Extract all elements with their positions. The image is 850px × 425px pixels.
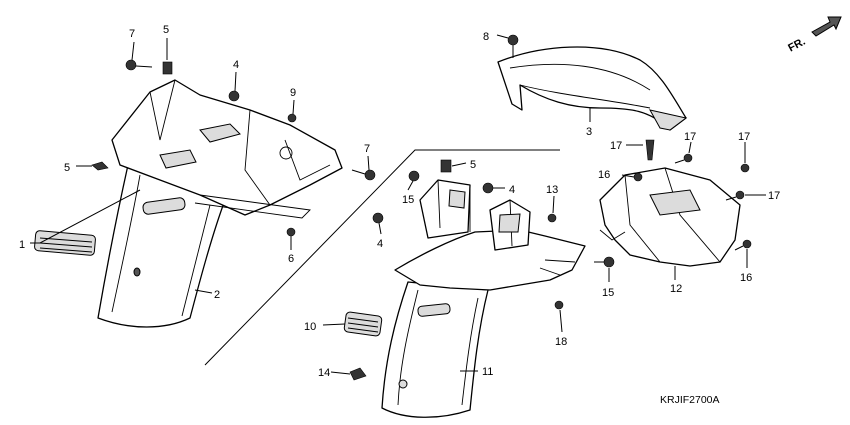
callout-17-left: 17 [610,140,622,152]
callout-7-top: 7 [129,28,135,40]
reflector-left [34,230,96,256]
inner-fender-upper [496,34,688,131]
callout-9: 9 [290,87,296,99]
callout-5-middle: 5 [470,159,476,171]
callout-15-right: 15 [602,287,614,299]
callout-5-top: 5 [163,24,169,36]
figure-code: KRJIF2700A [660,394,720,406]
leaders-middle [322,162,563,375]
leaders-right [608,141,766,282]
fr-label: FR. [786,36,807,55]
callout-5-left: 5 [64,162,70,174]
callout-7-right: 7 [364,143,370,155]
callout-4-lower: 4 [377,238,383,250]
callout-1: 1 [19,239,25,251]
callout-12: 12 [670,283,682,295]
fender-upper-bracket-middle [394,179,586,291]
callout-16-right: 16 [740,272,752,284]
fasteners-left [91,59,376,237]
callout-14: 14 [318,367,330,379]
callout-6: 6 [288,253,294,265]
callout-4-top: 4 [233,59,239,71]
front-direction-indicator: FR. [786,16,842,55]
callout-17-mid: 17 [684,131,696,143]
leaders-left [30,38,370,294]
callout-labels: 7 5 4 9 5 7 1 6 2 8 3 5 15 4 13 4 10 14 … [19,24,780,379]
callout-18: 18 [555,336,567,348]
fasteners-right [594,139,752,268]
callout-3: 3 [586,126,592,138]
callout-17-far: 17 [768,190,780,202]
callout-8: 8 [483,31,489,43]
callout-11: 11 [482,366,493,378]
divider-line [204,149,560,366]
fender-upper-bracket-left [111,79,343,219]
under-cover [599,167,741,267]
rear-fender-left [97,164,226,328]
callout-15-left: 15 [402,194,414,206]
callout-13: 13 [546,184,558,196]
callout-2: 2 [214,289,220,301]
fasteners-middle [349,159,564,381]
arrow-right-icon [811,16,842,37]
callout-10: 10 [304,321,316,333]
callout-4-middle: 4 [509,184,515,196]
reflector-middle [343,311,383,337]
callout-17-right: 17 [738,131,750,143]
callout-16-left: 16 [598,169,610,181]
rear-fender-middle [381,281,489,418]
